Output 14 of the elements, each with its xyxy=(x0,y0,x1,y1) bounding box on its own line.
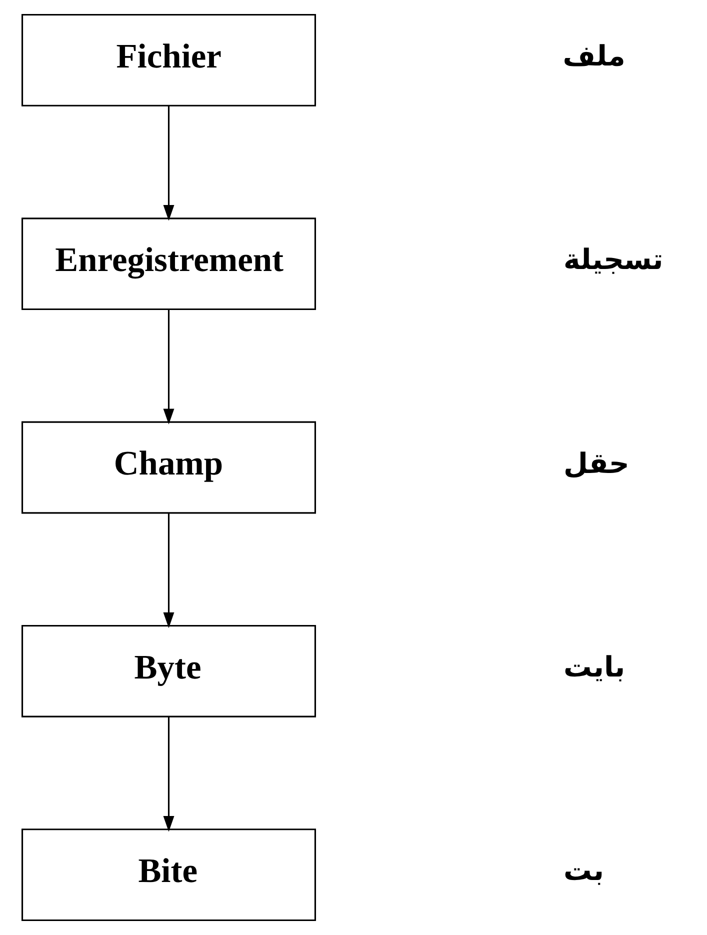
node-box: Bite xyxy=(20,828,316,922)
label: تسجيلة xyxy=(563,243,663,276)
label: حقل xyxy=(563,446,629,480)
node-box: Byte xyxy=(20,624,316,718)
arrow xyxy=(162,106,174,221)
label: بت xyxy=(563,854,604,888)
arrow xyxy=(162,513,174,628)
arrow xyxy=(162,309,174,424)
arrow xyxy=(162,716,174,832)
node-box: Champ xyxy=(20,421,316,514)
node-box: Enregistrement xyxy=(20,218,316,310)
node-box: Fichier xyxy=(20,14,316,106)
label: ملف xyxy=(562,40,625,73)
label: بايت xyxy=(563,650,625,684)
